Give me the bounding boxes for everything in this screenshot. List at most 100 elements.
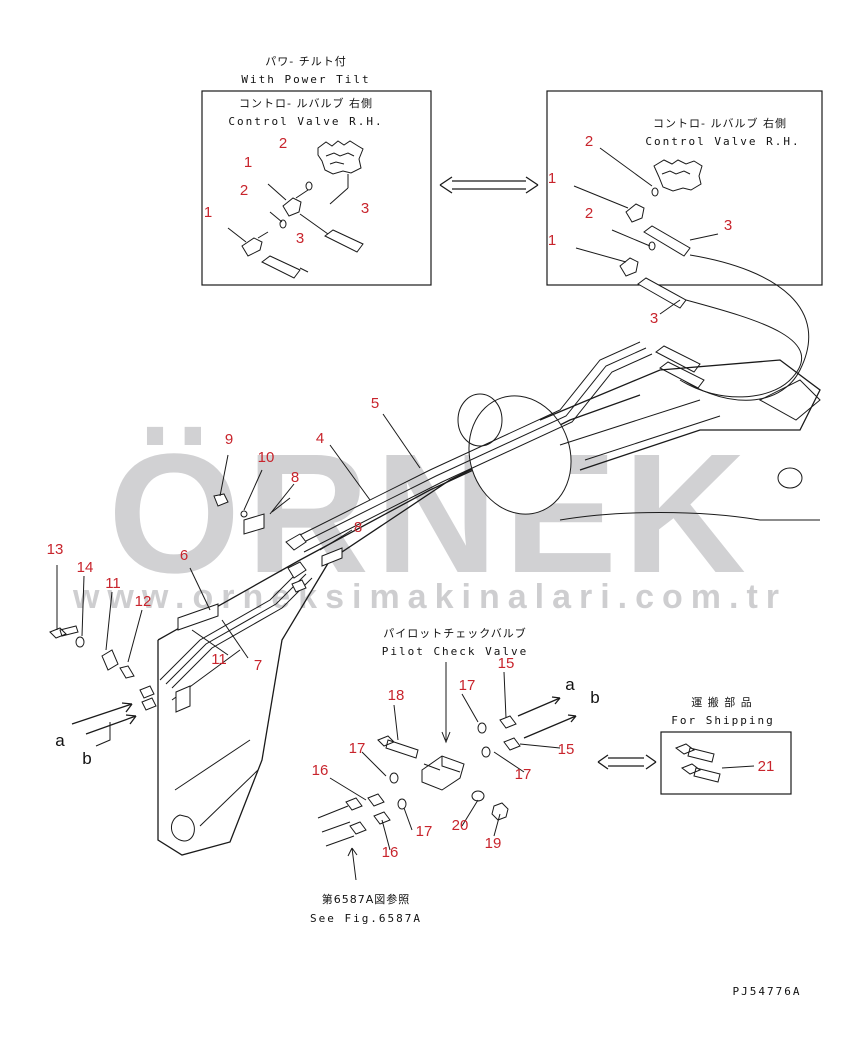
inset-left-hose-lower (261, 255, 301, 279)
inset-right-callout-1b: 1 (548, 232, 556, 249)
callout-16a: 16 (312, 762, 329, 779)
nut-19 (491, 802, 509, 821)
boom-assembly (49, 341, 821, 856)
fitting-16-lower (373, 811, 391, 825)
boom-bracket (758, 379, 821, 421)
for-shipping-title-jp: 運 搬 部 品 (691, 695, 753, 709)
callout-15b: 15 (558, 741, 575, 758)
inset-right-callout-2b: 2 (585, 205, 593, 222)
inset-right: コントロ- ルバルブ 右側 Control Valve R.H. 2 1 2 3… (546, 90, 823, 327)
inset-left-hose-upper (324, 229, 364, 253)
hose-end-16b (349, 821, 367, 835)
callout-10: 10 (258, 449, 275, 466)
callout-18: 18 (388, 687, 405, 704)
reference-note: 第6587A図参照 See Fig.6587A (310, 892, 422, 925)
double-arrow-top (439, 176, 539, 194)
reference-en: See Fig.6587A (310, 912, 422, 925)
inset-left-elbow-lower (241, 237, 263, 257)
callout-4: 4 (316, 430, 324, 447)
inset-left-title-jp: コントロ- ルバルブ 右側 (239, 96, 373, 110)
clamp-6 (177, 603, 219, 631)
arrow-b-label: b (82, 749, 91, 768)
callout-21: 21 (758, 758, 775, 775)
hose-fitting-upper (655, 345, 701, 373)
inset-left-callout-1a: 1 (244, 154, 252, 171)
inset-right-callout-3a: 3 (724, 217, 732, 234)
inset-left-callout-2a: 2 (279, 135, 287, 152)
bolt-21-upper (674, 743, 715, 763)
callout-6: 6 (180, 547, 188, 564)
oring-17-c (389, 772, 399, 784)
callout-20: 20 (452, 817, 469, 834)
inset-left-callout-2b: 2 (240, 182, 248, 199)
inset-left-frame (201, 90, 432, 286)
pilot-check-valve-body (421, 755, 465, 791)
washer-14 (75, 636, 85, 648)
callout-7: 7 (254, 657, 262, 674)
clamp-11 (175, 685, 191, 713)
double-arrow-shipping (597, 754, 657, 770)
inset-right-hose-lower (637, 277, 687, 309)
callout-17c: 17 (515, 766, 532, 783)
clamp-11-left (101, 649, 119, 671)
callout-14: 14 (77, 559, 94, 576)
frame-lug (171, 814, 195, 842)
boom-pin (777, 467, 803, 489)
inset-left-valve-detail (325, 152, 355, 165)
callout-19: 19 (485, 835, 502, 852)
spacer-12 (119, 665, 135, 679)
pilot-check-valve-title-en: Pilot Check Valve (382, 645, 529, 658)
callout-5: 5 (371, 395, 379, 412)
oring-10 (240, 510, 248, 518)
watermark-url: www.orneksimakinalari.com.tr (72, 578, 787, 616)
pilot-check-valve-group: パイロットチェックバルブ Pilot Check Valve a b (312, 626, 600, 881)
hose-runs (655, 254, 810, 401)
inset-left-title-en: Control Valve R.H. (228, 115, 383, 128)
inset-left-oring-upper (305, 181, 313, 191)
arrow-a-label: a (55, 731, 65, 750)
hose-end-b (141, 697, 157, 711)
callout-11a: 11 (105, 575, 121, 592)
callout-8a: 8 (291, 469, 299, 486)
callout-17d: 17 (416, 823, 433, 840)
inset-left-elbow-upper (282, 197, 302, 217)
boom-disc-boss (457, 393, 503, 447)
bolt-21-lower (680, 763, 721, 783)
inset-left-callout-3a: 3 (361, 200, 369, 217)
bolt-18 (377, 735, 419, 759)
inset-right-valve-block (653, 159, 703, 192)
elbow-lower (287, 561, 307, 579)
callout-17b: 17 (349, 740, 366, 757)
inset-left: パワ- チルト付 With Power Tilt コントロ- ルバルブ 右側 C… (201, 55, 432, 286)
callout-8b: 8 (354, 519, 362, 536)
bolt-13 (49, 625, 79, 639)
callout-9: 9 (225, 431, 233, 448)
inset-right-elbow-lower (619, 257, 639, 277)
inset-right-oring-upper (651, 187, 659, 197)
callout-12: 12 (135, 593, 152, 610)
hose-end-16a (345, 797, 363, 811)
pilot-arrow-b-label: b (590, 688, 599, 707)
oring-17-d (397, 798, 407, 810)
callout-17a: 17 (459, 677, 476, 694)
inset-right-callout-3b: 3 (650, 310, 658, 327)
inset-left-caption-en: With Power Tilt (241, 73, 370, 86)
reference-jp: 第6587A図参照 (322, 892, 411, 906)
clamp-8 (321, 547, 343, 567)
fitting-15-upper (499, 715, 517, 729)
bracket-9 (243, 513, 265, 535)
inset-left-valve-block (317, 140, 364, 175)
inset-right-frame (546, 90, 823, 286)
pilot-arrow-a-label: a (565, 675, 575, 694)
inset-right-title-en: Control Valve R.H. (645, 135, 800, 148)
inset-right-elbow-upper (625, 203, 645, 223)
fitting-16-upper (367, 793, 385, 807)
callout-11b: 11 (211, 651, 227, 668)
leader-lines (56, 413, 421, 663)
drawing-number: PJ54776A (733, 985, 802, 998)
inset-right-title-jp: コントロ- ルバルブ 右側 (653, 116, 787, 130)
for-shipping-title-en: For Shipping (671, 714, 774, 727)
callout-16b: 16 (382, 844, 399, 861)
inset-left-callout-3b: 3 (296, 230, 304, 247)
elbow-upper (285, 533, 307, 551)
